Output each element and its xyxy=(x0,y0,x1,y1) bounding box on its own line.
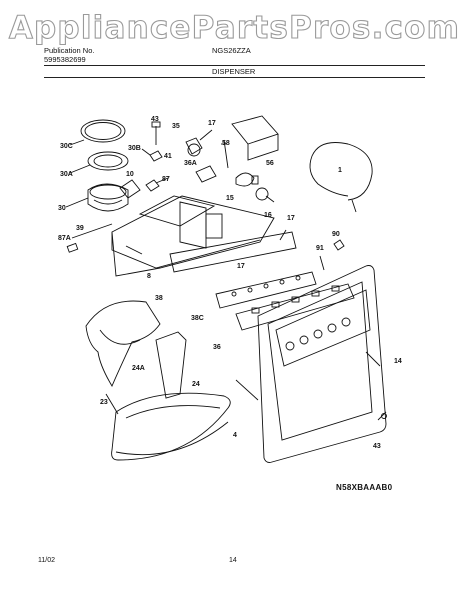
callout-36a: 36A xyxy=(184,160,197,167)
model-number: NGS26ZZA xyxy=(212,46,251,55)
footer-date: 11/02 xyxy=(38,557,55,564)
callout-17-strip: 17 xyxy=(237,263,245,270)
callout-16: 16 xyxy=(264,212,272,219)
callout-15: 15 xyxy=(226,195,234,202)
membrane-38c xyxy=(235,283,355,331)
callout-38: 38 xyxy=(155,295,163,302)
publication-number: 5995382699 xyxy=(44,55,86,64)
callout-30c: 30C xyxy=(60,143,73,150)
callout-30b: 30B xyxy=(128,145,141,152)
callout-90: 90 xyxy=(332,231,340,238)
footer-page-number: 14 xyxy=(229,557,237,564)
callout-58: 58 xyxy=(222,140,230,147)
callout-35: 35 xyxy=(172,123,180,130)
header-rule-bottom xyxy=(44,77,425,78)
diagram-code: N58XBAAAB0 xyxy=(336,483,393,492)
callout-labels: 30C 43 17 35 30B 41 56 1 30A 10 87 36A 5… xyxy=(58,116,402,450)
housing-30a xyxy=(87,183,129,212)
callout-39: 39 xyxy=(76,225,84,232)
callout-56: 56 xyxy=(266,160,274,167)
callout-17: 17 xyxy=(208,120,216,127)
callout-8: 8 xyxy=(147,273,151,280)
section-title: DISPENSER xyxy=(212,67,256,76)
callout-38c: 38C xyxy=(191,315,204,322)
flap-24 xyxy=(155,331,187,399)
dispenser-bezel-4 xyxy=(257,265,387,463)
callout-23: 23 xyxy=(100,399,108,406)
callout-87a: 87A xyxy=(58,235,71,242)
callout-30: 30 xyxy=(58,205,66,212)
callout-43-bottom: 43 xyxy=(373,443,381,450)
bulb-15 xyxy=(235,172,255,187)
dispenser-frame-8 xyxy=(111,195,275,277)
light-housing-56 xyxy=(231,115,279,145)
watermark-logo: AppliancePartsPros.com xyxy=(8,9,461,46)
callout-41: 41 xyxy=(164,153,172,160)
disc-30b xyxy=(87,151,129,171)
callout-1: 1 xyxy=(338,167,342,174)
water-tube-1 xyxy=(309,142,373,213)
callout-14: 14 xyxy=(394,358,402,365)
control-board-38 xyxy=(169,231,297,273)
callout-43: 43 xyxy=(151,116,159,123)
chute-24a xyxy=(85,300,161,387)
publication-label: Publication No. xyxy=(44,46,95,55)
callout-87: 87 xyxy=(162,176,170,183)
callout-10: 10 xyxy=(126,171,134,178)
drip-tray-23 xyxy=(111,392,231,461)
panel-14 xyxy=(275,289,371,367)
callout-30a: 30A xyxy=(60,171,73,178)
callout-91: 91 xyxy=(316,245,324,252)
callout-4: 4 xyxy=(233,432,237,439)
callout-24: 24 xyxy=(192,381,200,388)
callout-17-right: 17 xyxy=(287,215,295,222)
header-rule-top xyxy=(44,65,425,66)
callout-24a: 24A xyxy=(132,365,145,372)
ring-30c xyxy=(80,119,126,143)
actuator-35 xyxy=(185,137,203,155)
callout-36: 36 xyxy=(213,344,221,351)
